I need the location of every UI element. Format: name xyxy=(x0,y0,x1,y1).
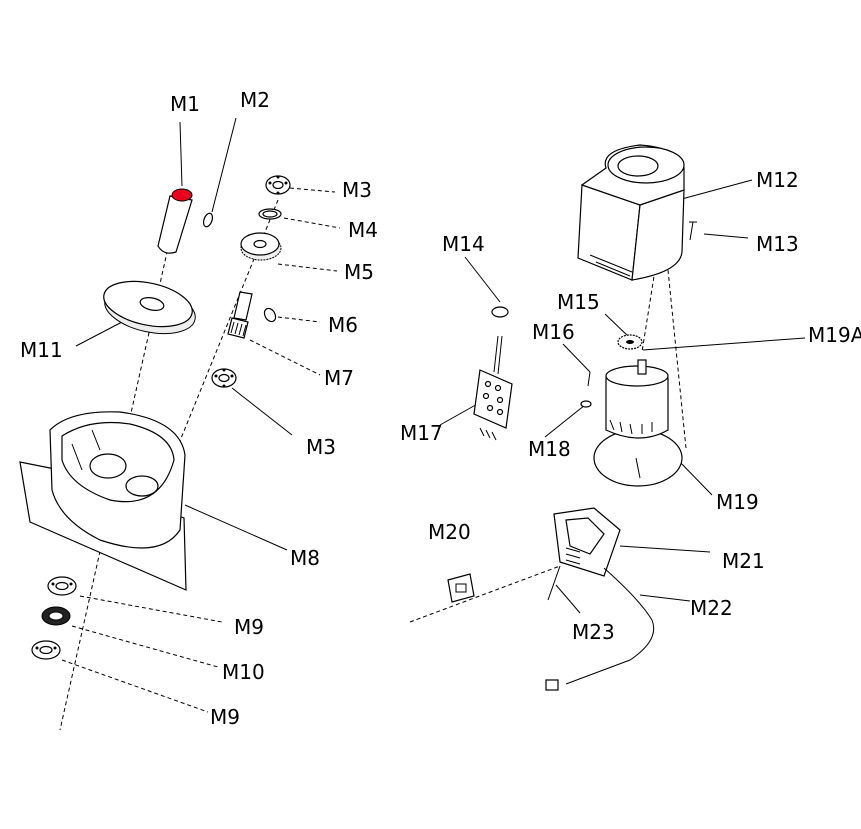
label-m1: M1 xyxy=(170,92,200,116)
part-m20-switch xyxy=(447,573,475,603)
label-m10: M10 xyxy=(222,660,265,684)
part-m2-pin xyxy=(202,212,214,228)
label-m14: M14 xyxy=(442,232,485,256)
part-m15-fan xyxy=(617,334,643,350)
label-m7: M7 xyxy=(324,366,354,390)
part-m16-screw xyxy=(587,371,591,387)
part-m7-shaft xyxy=(227,291,253,339)
part-m21-base xyxy=(553,507,621,577)
part-m6-pin xyxy=(263,307,277,323)
label-m17: M17 xyxy=(400,421,443,445)
part-m23-wire xyxy=(547,565,561,601)
label-m6: M6 xyxy=(328,313,358,337)
part-m22-cord xyxy=(545,567,655,691)
part-m3-bearing-bottom xyxy=(211,368,237,388)
label-m21: M21 xyxy=(722,549,765,573)
part-m9-bearing-upper xyxy=(47,576,77,596)
part-m19-motor xyxy=(593,359,683,487)
part-m1-tube xyxy=(157,188,193,254)
label-m19a: M19A xyxy=(808,323,861,347)
part-m5-gear xyxy=(240,232,282,261)
label-m22: M22 xyxy=(690,596,733,620)
part-m10-seal xyxy=(41,606,71,626)
label-m15: M15 xyxy=(557,290,600,314)
label-m8: M8 xyxy=(290,546,320,570)
label-m16: M16 xyxy=(532,320,575,344)
label-m9-upper: M9 xyxy=(234,615,264,639)
part-m18-washer xyxy=(580,400,592,408)
label-m19: M19 xyxy=(716,490,759,514)
part-m9-bearing-lower xyxy=(31,640,61,660)
label-m3-top: M3 xyxy=(342,178,372,202)
label-m18: M18 xyxy=(528,437,571,461)
label-m13: M13 xyxy=(756,232,799,256)
part-m13-screw xyxy=(689,221,697,241)
label-m9-lower: M9 xyxy=(210,705,240,729)
label-m23: M23 xyxy=(572,620,615,644)
part-m12-body xyxy=(577,144,685,281)
part-m11-disc xyxy=(103,280,196,335)
part-m17-board xyxy=(473,335,513,441)
part-m3-bearing-top xyxy=(265,175,291,195)
label-m2: M2 xyxy=(240,88,270,112)
part-m4-ring xyxy=(258,208,282,220)
label-m5: M5 xyxy=(344,260,374,284)
label-m20: M20 xyxy=(428,520,471,544)
part-m14-washer xyxy=(491,306,509,318)
label-m3-bottom: M3 xyxy=(306,435,336,459)
label-m4: M4 xyxy=(348,218,378,242)
label-m11: M11 xyxy=(20,338,63,362)
part-m8-housing xyxy=(19,411,187,591)
label-m12: M12 xyxy=(756,168,799,192)
